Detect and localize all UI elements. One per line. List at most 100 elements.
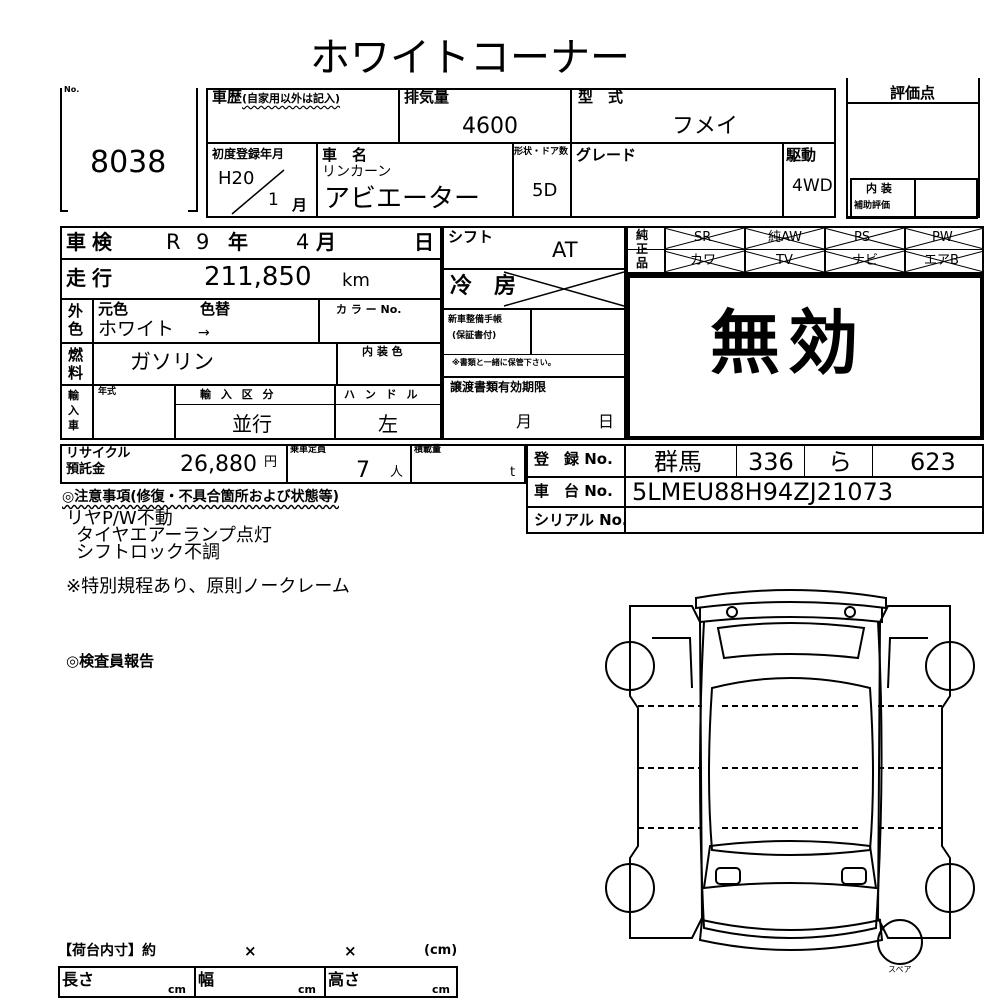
shaken-year: 9 xyxy=(196,230,210,254)
door-label: 形状・ドア数 xyxy=(514,147,569,157)
displacement-label: 排気量 xyxy=(404,88,450,106)
equipment-grid xyxy=(626,226,984,274)
shaken-year-unit: 年 xyxy=(228,230,248,254)
first-reg-month-unit: 月 xyxy=(292,196,308,214)
import-type-value: 並行 xyxy=(232,412,272,436)
first-reg-month: 1 xyxy=(268,190,279,210)
color-value: ホワイト xyxy=(98,318,175,340)
color-no-label: カ ラ ー No. xyxy=(336,303,402,316)
special-note: ※特別規程あり、原則ノークレーム xyxy=(66,576,350,597)
stamp-box xyxy=(626,274,984,440)
chassis-no-value: 5LMEU88H94ZJ21073 xyxy=(632,478,894,506)
interior-label: 内 装 xyxy=(866,182,892,195)
mileage-unit: km xyxy=(342,270,370,291)
mileage-label: 走行 xyxy=(66,266,118,290)
shaken-month: 4 xyxy=(296,230,310,254)
grade-label: グレード xyxy=(576,146,637,164)
note-line-3: シフトロック不調 xyxy=(76,542,220,563)
equip-tv: TV xyxy=(776,253,793,268)
recycle-label-1: リサイクル xyxy=(66,446,131,461)
reg-kana: ら xyxy=(828,448,852,476)
drive-label: 駆動 xyxy=(786,146,817,164)
cargo-width-cm: cm xyxy=(298,983,316,996)
orig-color-label: 元色 xyxy=(98,300,129,318)
repaint-label: 色替 xyxy=(200,300,231,318)
cargo-x1: × xyxy=(244,942,257,960)
lot-no-label: No. xyxy=(64,85,80,94)
shift-label: シフト xyxy=(448,228,494,246)
car-name-label: 車 名 xyxy=(322,146,368,164)
lot-bracket-right xyxy=(196,88,198,212)
ac-label: 冷 房 xyxy=(450,274,517,299)
model-value: フメイ xyxy=(672,114,739,139)
reg-class: 336 xyxy=(748,448,794,476)
interior-color-label: 内 装 色 xyxy=(362,345,403,358)
recycle-yen: 円 xyxy=(264,455,278,470)
doors-value: 5D xyxy=(532,180,558,201)
lot-number: 8038 xyxy=(90,145,167,180)
inspector-report-title: ◎検査員報告 xyxy=(66,652,155,670)
note-line-2: タイヤエアーランプ点灯 xyxy=(76,525,272,546)
inspection-table xyxy=(60,226,442,440)
service-book-note: ※書類と一緒に保管下さい。 xyxy=(452,358,556,367)
ac-strike xyxy=(503,271,625,307)
transfer-day-unit: 日 xyxy=(598,412,615,431)
lot-bracket-left xyxy=(60,88,62,212)
capacity-value: 7 xyxy=(356,458,370,483)
chassis-no-label: 車 台 No. xyxy=(534,482,613,500)
cargo-x2: × xyxy=(344,942,357,960)
cargo-height-label: 高さ xyxy=(328,970,361,989)
shaken-day-unit: 日 xyxy=(414,230,434,254)
equipment-strikes xyxy=(664,227,984,273)
import-side-label: 輸入車 xyxy=(68,389,79,432)
cargo-width-label: 幅 xyxy=(198,970,215,989)
handle-label: ハ ン ド ル xyxy=(344,388,421,401)
shaken-label: 車検 xyxy=(66,230,118,254)
transfer-label: 譲渡書類有効期限 xyxy=(450,380,547,394)
capacity-unit: 人 xyxy=(390,465,404,480)
service-book-label: 新車整備手帳 xyxy=(448,315,503,325)
first-reg-era: H20 xyxy=(218,168,255,189)
shaken-era: R xyxy=(166,230,181,254)
cargo-length-cm: cm xyxy=(168,983,186,996)
displacement-value: 4600 xyxy=(462,114,518,139)
notes-title: ◎注意事項(修復・不具合箇所および状態等) xyxy=(62,489,340,505)
sheet-title: ホワイトコーナー xyxy=(310,35,630,81)
capacity-label: 乗車定員 xyxy=(290,445,327,455)
load-unit: t xyxy=(510,465,516,480)
cargo-height-cm: cm xyxy=(432,983,450,996)
transfer-month-unit: 月 xyxy=(516,412,533,431)
load-label: 積載量 xyxy=(414,445,442,455)
interior-sub-label: 補助評価 xyxy=(854,201,891,211)
equipment-side-label: 純正品 xyxy=(636,228,649,270)
note-line-1: リヤP/W不動 xyxy=(66,508,173,529)
fuel-value: ガソリン xyxy=(130,350,214,374)
shift-value: AT xyxy=(552,238,578,262)
serial-no-label: シリアル No. xyxy=(534,511,628,529)
cargo-table xyxy=(58,966,458,998)
equip-sr: SR xyxy=(694,230,712,245)
handle-value: 左 xyxy=(378,412,398,436)
cargo-title: 【荷台内寸】約 xyxy=(58,943,156,959)
header-box xyxy=(206,88,836,218)
drive-value: 4WD xyxy=(792,176,833,196)
import-type-label: 輸 入 区 分 xyxy=(200,388,277,401)
color-arrow: → xyxy=(198,325,210,341)
first-reg-slash xyxy=(231,169,285,215)
car-name-value: アビエーター xyxy=(324,184,481,214)
fuel-side-label: 燃料 xyxy=(68,346,84,382)
history-label: 車歴(自家用以外は記入) xyxy=(212,88,341,106)
invalid-stamp: 無効 xyxy=(710,302,866,384)
recycle-label-2: 預託金 xyxy=(66,462,106,477)
spare-label: スペア xyxy=(888,965,912,974)
color-side-label: 外色 xyxy=(68,302,84,338)
recycle-amount: 26,880 xyxy=(180,452,257,477)
registration-table xyxy=(526,444,984,534)
model-label: 型 式 xyxy=(578,88,624,106)
shaken-month-unit: 月 xyxy=(316,230,336,254)
reg-no-label: 登 録 No. xyxy=(534,450,613,468)
shift-table xyxy=(442,226,626,440)
service-book-sub: (保証書付) xyxy=(452,331,497,341)
model-year-label: 年式 xyxy=(98,387,117,397)
car-diagram xyxy=(605,589,975,965)
